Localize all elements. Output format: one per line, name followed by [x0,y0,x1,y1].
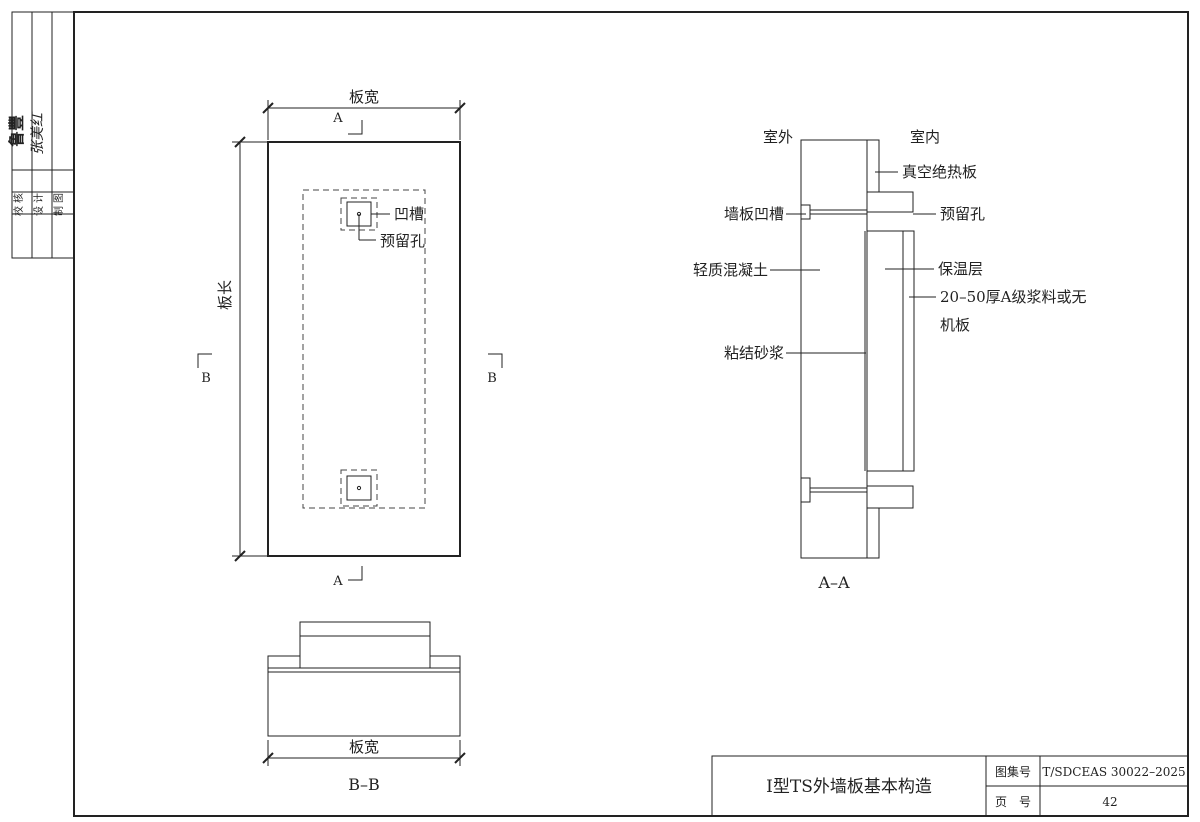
page-number: 42 [1102,795,1117,809]
inside-label: 室内 [910,128,940,146]
role-design: 设计 [32,190,45,216]
callout-vacuum-panel: 真空绝热板 [902,163,977,181]
svg-text:B: B [487,371,497,386]
lightweight-concrete-layer [800,139,868,559]
page-number-label: 页 号 [995,795,1031,809]
section-mark-b-right: B [487,353,503,386]
callout-reserved-hole: 预留孔 [940,205,985,223]
panel-outline [267,141,461,557]
svg-text:A: A [332,574,343,589]
svg-text:A: A [332,111,343,126]
title-block: I型TS外墙板基本构造 图集号 T/SDCEAS 30022–2025 页 号 … [711,755,1189,817]
atlas-number: T/SDCEAS 30022–2025 [1042,765,1185,779]
section-mark-b-left: B [197,353,212,386]
section-mark-a-bottom: A [332,566,363,589]
sheet-border [73,11,1189,817]
section-mark-a-top: A [332,111,363,135]
drawing-title: I型TS外墙板基本构造 [766,777,932,797]
vacuum-insulation-top [866,139,880,193]
side-signature-block: 鲁豐 张美红 校核 设计 制图 [7,11,75,259]
insulation-layer [866,230,904,472]
mortar-board-layer [902,230,915,472]
role-check: 校核 [12,190,25,216]
plan-width-label: 板宽 [349,88,379,106]
groove-label: 凹槽 [394,205,424,223]
callout-bonding-mortar: 粘结砂浆 [724,344,784,362]
role-drafting: 制图 [52,190,65,216]
bb-width-label: 板宽 [349,738,379,756]
section-aa-view: 室外 室内 墙板凹槽 轻质混凝土 粘结砂浆 [693,128,1087,592]
callout-lightweight-concrete: 轻质混凝土 [693,261,768,279]
vacuum-insulation-bottom [866,507,880,559]
panel-plan-view: 板宽 板长 凹槽 预留孔 A [197,88,503,589]
checker-signature: 鲁豐 [7,115,26,148]
insulation-zone-dashed [302,189,426,509]
callout-insulation: 保温层 [938,260,983,278]
designer-signature: 张美红 [30,111,46,155]
callout-slurry-board-line2: 机板 [940,316,970,334]
outside-label: 室外 [763,128,793,146]
svg-text:B: B [201,371,211,386]
groove-top [340,197,390,241]
hole-label: 预留孔 [380,232,425,250]
aa-title: A–A [817,573,850,592]
callout-wall-groove: 墙板凹槽 [724,205,784,223]
atlas-number-label: 图集号 [995,764,1031,779]
groove-bottom [340,469,378,507]
plan-length-label: 板长 [216,280,234,310]
callout-slurry-board-line1: 20–50厚A级浆料或无 [940,288,1087,306]
section-bb-view: 板宽 B–B [262,621,466,794]
bb-title: B–B [348,775,380,794]
